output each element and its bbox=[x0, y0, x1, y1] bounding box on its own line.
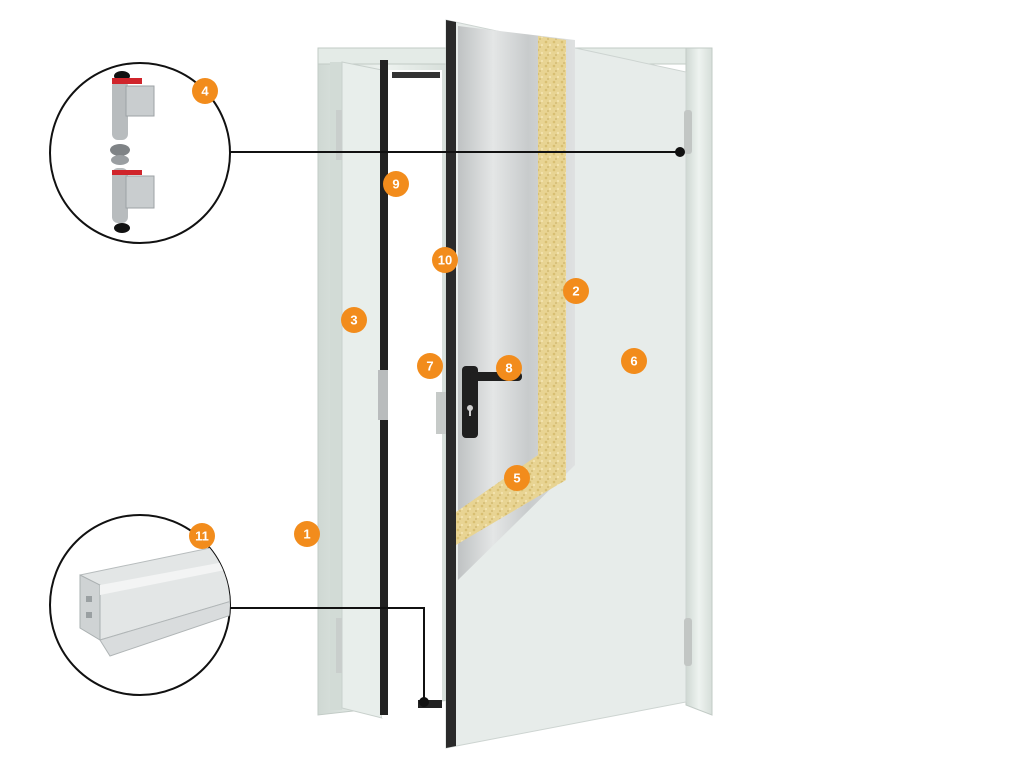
callout-badge-circle bbox=[563, 278, 589, 304]
callout-badge-circle bbox=[189, 523, 215, 549]
callout-number: 1 bbox=[303, 527, 310, 542]
door-seal-strip bbox=[378, 60, 442, 718]
callout-number: 6 bbox=[630, 354, 637, 369]
callout-badge-fixed-leaf: 3 bbox=[341, 307, 367, 333]
callout-badge-seal: 9 bbox=[383, 171, 409, 197]
callout-number: 4 bbox=[201, 84, 209, 99]
fixed-leaf bbox=[336, 61, 383, 719]
hinge-icon bbox=[110, 71, 155, 233]
callout-number: 3 bbox=[350, 313, 357, 328]
callout-number: 5 bbox=[513, 471, 520, 486]
callout-badge-circle bbox=[496, 355, 522, 381]
leader-lines bbox=[230, 151, 680, 702]
callout-badge-hinge-detail: 4 bbox=[192, 78, 218, 104]
callout-badge-circle bbox=[417, 353, 443, 379]
callout-number: 9 bbox=[392, 177, 399, 192]
callout-badge-frame: 1 bbox=[294, 521, 320, 547]
leader-dot-hinge bbox=[675, 147, 685, 157]
callout-badge-door-leaf-skin: 6 bbox=[621, 348, 647, 374]
callout-badge-circle bbox=[621, 348, 647, 374]
callout-badge-circle bbox=[192, 78, 218, 104]
callout-badge-inner-steel-sheet: 10 bbox=[432, 247, 458, 273]
callout-badge-insulation-core: 2 bbox=[563, 278, 589, 304]
leader-dot-profile bbox=[419, 697, 429, 707]
callout-badge-circle bbox=[432, 247, 458, 273]
door-handle bbox=[436, 366, 522, 438]
callout-number: 2 bbox=[572, 284, 579, 299]
callout-badge-insulation-corner: 5 bbox=[504, 465, 530, 491]
callout-number: 10 bbox=[438, 253, 452, 268]
callout-number: 11 bbox=[195, 529, 209, 544]
callout-badge-door-handle: 8 bbox=[496, 355, 522, 381]
keyhole-icon bbox=[467, 405, 473, 416]
callout-badge-lock-edge: 7 bbox=[417, 353, 443, 379]
callout-badge-circle bbox=[383, 171, 409, 197]
callout-badge-circle bbox=[294, 521, 320, 547]
callout-badge-circle bbox=[341, 307, 367, 333]
hinge-detail-circle bbox=[49, 62, 231, 244]
callout-number: 7 bbox=[426, 359, 433, 374]
callout-number: 8 bbox=[505, 361, 512, 376]
active-door-leaf bbox=[445, 19, 692, 749]
callout-badges: 1 2 3 4 5 6 7 8 9 10 11 bbox=[189, 78, 647, 549]
frame-profile-detail-circle bbox=[49, 514, 231, 696]
callout-badge-frame-profile-detail: 11 bbox=[189, 523, 215, 549]
callout-badge-circle bbox=[504, 465, 530, 491]
